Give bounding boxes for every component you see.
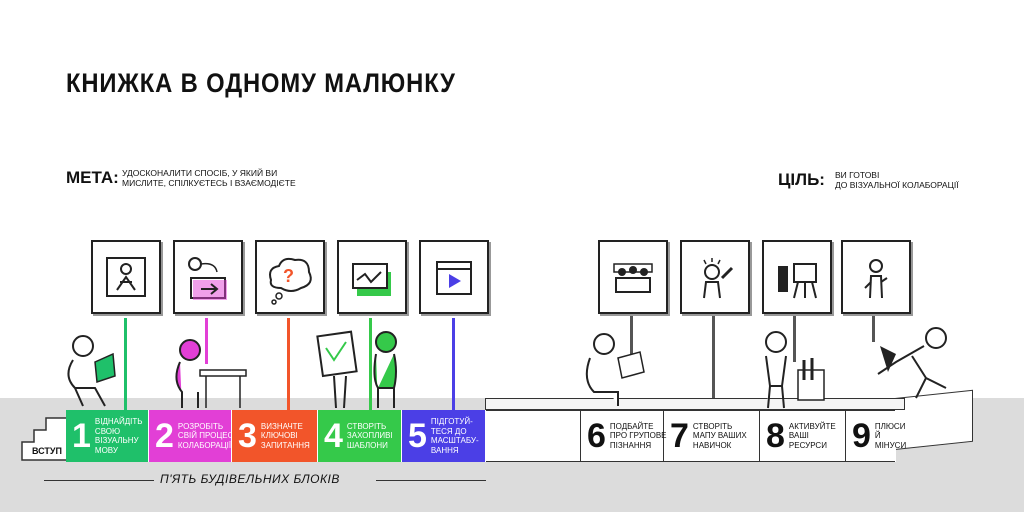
caption-line-right bbox=[376, 480, 486, 481]
target-line-1: ВИ ГОТОВІ bbox=[835, 170, 880, 180]
question-cloud-icon: ? bbox=[269, 257, 312, 305]
block-3-number: 3 bbox=[238, 417, 257, 455]
goal-line-2: МИСЛИТЕ, СПІЛКУЄТЕСЬ І ВЗАЄМОДІЄТЕ bbox=[122, 178, 296, 188]
reading-person-icon bbox=[67, 335, 116, 407]
stem-3 bbox=[287, 318, 290, 412]
target-section: ЦІЛЬ: bbox=[778, 170, 825, 190]
panel-6 bbox=[598, 240, 668, 314]
intro-label: ВСТУП bbox=[32, 446, 62, 456]
caption-line-left bbox=[44, 480, 154, 481]
two-people-icon bbox=[316, 330, 397, 409]
jumping-person-icon bbox=[877, 327, 947, 399]
panel-9 bbox=[841, 240, 911, 314]
goal-section: МЕТА: bbox=[66, 168, 119, 188]
target-text: ВИ ГОТОВІ ДО ВІЗУАЛЬНОЇ КОЛАБОРАЦІЇ bbox=[835, 170, 959, 190]
target-label: ЦІЛЬ: bbox=[778, 170, 825, 189]
svg-text:?: ? bbox=[283, 266, 294, 286]
block-8-number: 8 bbox=[766, 417, 785, 455]
block-1-number: 1 bbox=[72, 417, 91, 455]
target-line-2: ДО ВІЗУАЛЬНОЇ КОЛАБОРАЦІЇ bbox=[835, 180, 959, 190]
template-icon bbox=[352, 263, 391, 296]
block-2-number: 2 bbox=[155, 417, 174, 455]
block-4-number: 4 bbox=[324, 417, 343, 455]
resources-icon bbox=[778, 263, 817, 299]
table-person-icon bbox=[175, 339, 247, 408]
stem-6 bbox=[630, 312, 633, 368]
stem-1 bbox=[124, 318, 127, 412]
panel-4 bbox=[337, 240, 407, 314]
panel-3: ? bbox=[255, 240, 325, 314]
goal-text: УДОСКОНАЛИТИ СПОСІБ, У ЯКИЙ ВИ МИСЛИТЕ, … bbox=[122, 168, 296, 188]
block-6-number: 6 bbox=[587, 417, 606, 455]
panel-1 bbox=[91, 240, 161, 314]
stem-9 bbox=[872, 312, 875, 342]
panel-8 bbox=[762, 240, 832, 314]
person-icon bbox=[106, 257, 146, 297]
video-icon bbox=[436, 261, 472, 295]
idea-person-icon bbox=[703, 258, 734, 299]
stem-2 bbox=[205, 318, 208, 364]
platform-top bbox=[485, 398, 905, 410]
five-blocks-caption: П'ЯТЬ БУДІВЕЛЬНИХ БЛОКІВ bbox=[160, 472, 340, 486]
flowchart-icon bbox=[188, 257, 227, 300]
group-table-icon bbox=[613, 263, 653, 293]
goal-label: МЕТА: bbox=[66, 168, 119, 187]
block-7-number: 7 bbox=[670, 417, 689, 455]
sitting-reader-icon bbox=[585, 333, 645, 406]
stem-7 bbox=[712, 312, 715, 408]
stem-4 bbox=[369, 318, 372, 412]
page-title: КНИЖКА В ОДНОМУ МАЛЮНКУ bbox=[66, 68, 456, 98]
panel-2 bbox=[173, 240, 243, 314]
block-5-number: 5 bbox=[408, 417, 427, 455]
goal-line-1: УДОСКОНАЛИТИ СПОСІБ, У ЯКИЙ ВИ bbox=[122, 168, 278, 178]
resource-person-icon bbox=[765, 331, 825, 409]
stem-8 bbox=[793, 312, 796, 362]
stem-5 bbox=[452, 318, 455, 412]
scale-person-icon bbox=[864, 259, 888, 299]
panel-7 bbox=[680, 240, 750, 314]
block-9-number: 9 bbox=[852, 417, 871, 455]
panel-5 bbox=[419, 240, 489, 314]
